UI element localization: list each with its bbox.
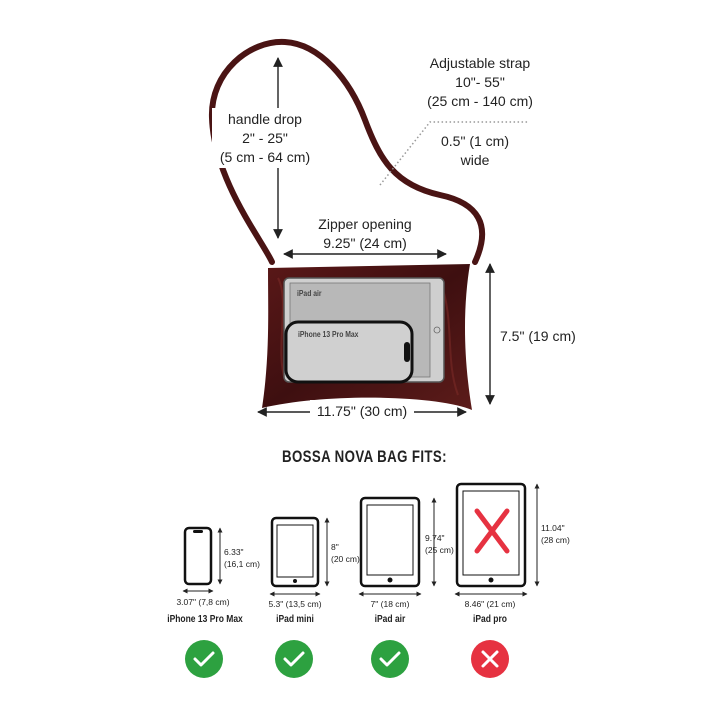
inner-iphone [284,320,414,384]
device-ipad-mini [269,516,330,597]
fits-title: BOSSA NOVA BAG FITS: [282,447,447,466]
ipad-mini-name: iPad mini [276,614,314,625]
iphone-width: 3.07" (7,8 cm) [176,597,230,607]
strap-width: 0.5" (1 cm) [441,133,509,149]
ipad-pro-width: 8.46" (21 cm) [464,599,516,609]
ipad-air-height-cm: (25 cm) [425,545,454,555]
bag-height-label: 7.5" (19 cm) [500,328,576,344]
inner-phone-label: iPhone 13 Pro Max [298,330,359,339]
check-icon [379,651,401,667]
handle-drop-range-cm: (5 cm - 64 cm) [219,149,311,165]
ipad-mini-height-in: 8" [331,542,339,552]
check-icon [193,651,215,667]
device-ipad-pro [454,482,540,597]
ipad-air-name: iPad air [374,614,406,625]
fit-badge-iphone [185,640,223,678]
ipad-pro-height-in: 11.04" [541,523,565,533]
strap-range-cm: (25 cm - 140 cm) [427,93,533,109]
fit-badge-ipad-air [371,640,409,678]
inner-tablet-label: iPad air [297,289,322,298]
ipad-pro-height-cm: (28 cm) [541,535,570,545]
fit-badge-ipad-pro [471,640,509,678]
ipad-mini-height-cm: (20 cm) [331,554,360,564]
cross-icon [481,650,499,668]
strap-width-word: wide [460,152,490,168]
handle-drop-range-in: 2" - 25" [242,130,288,146]
bag-width-label: 11.75" (30 cm) [316,403,408,419]
zipper-size: 9.25" (24 cm) [323,235,407,251]
ipad-pro-name: iPad pro [472,614,507,625]
ipad-air-height-in: 9.74" [425,533,445,543]
strap-width-pointer [379,121,528,186]
check-icon [283,651,305,667]
iphone-name: iPhone 13 Pro Max [167,614,243,625]
iphone-height-cm: (16,1 cm) [224,559,260,569]
ipad-mini-width: 5.3" (13,5 cm) [268,599,322,609]
ipad-air-width: 7" (18 cm) [370,599,410,609]
strap-title: Adjustable strap [429,55,531,71]
device-ipad-air [358,496,437,597]
fit-badge-ipad-mini [275,640,313,678]
zipper-title: Zipper opening [318,216,412,232]
cross-icon [474,508,510,554]
iphone-height-in: 6.33" [224,547,244,557]
strap-range-in: 10"- 55" [455,74,505,90]
handle-drop-title: handle drop [228,111,302,127]
device-iphone-13-pro-max [182,526,223,594]
